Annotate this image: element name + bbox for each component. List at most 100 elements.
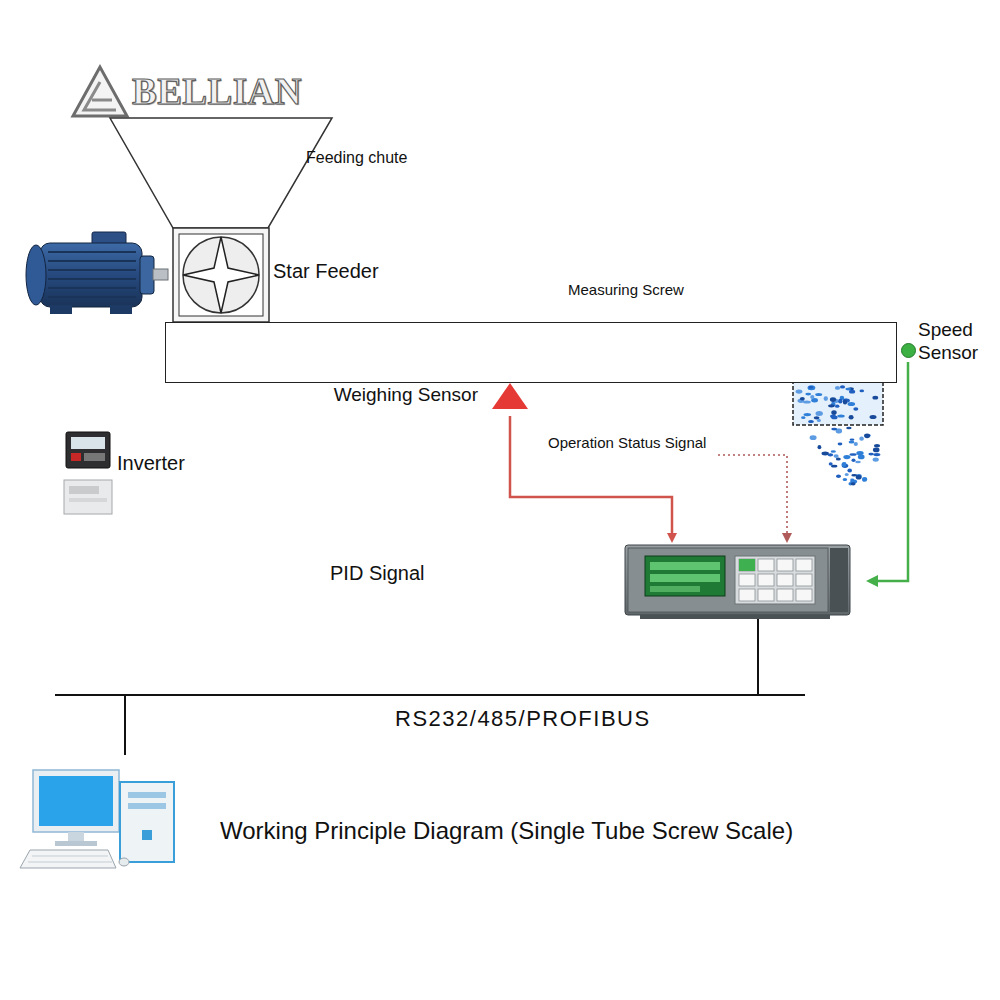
particle bbox=[868, 453, 873, 456]
particle bbox=[828, 453, 834, 456]
particle bbox=[831, 450, 836, 452]
particle bbox=[824, 396, 828, 401]
particle bbox=[873, 448, 880, 453]
star-feeder-label-wrap: Star Feeder bbox=[273, 259, 379, 283]
motor-part bbox=[153, 269, 168, 280]
weighing-controller-part-part bbox=[758, 589, 774, 601]
particle bbox=[854, 442, 858, 446]
weighing-controller-part bbox=[735, 556, 815, 604]
motor-part bbox=[48, 260, 136, 262]
weighing-sensor-label: Weighing Sensor bbox=[334, 384, 478, 407]
particle bbox=[845, 388, 851, 391]
particle bbox=[843, 455, 850, 459]
particle bbox=[843, 399, 847, 404]
inverter-display bbox=[71, 437, 105, 449]
rotor-circle bbox=[183, 237, 259, 313]
inverter-label-wrap: Inverter bbox=[117, 451, 185, 475]
weighing-controller-part-part bbox=[739, 589, 755, 601]
particle bbox=[801, 416, 805, 419]
feeder-frame bbox=[179, 234, 263, 316]
particle bbox=[838, 443, 843, 446]
motor-part bbox=[110, 305, 132, 314]
particle bbox=[858, 455, 865, 460]
weighing-controller-part bbox=[640, 615, 830, 619]
particle bbox=[800, 397, 805, 400]
inverter-detail bbox=[69, 486, 99, 494]
particle bbox=[831, 416, 837, 420]
signal-label-wrap: PID Signal bbox=[330, 561, 425, 585]
particle bbox=[851, 482, 856, 485]
particle bbox=[864, 433, 870, 438]
brand-watermark: BELLIAN bbox=[132, 70, 302, 114]
inverter-key bbox=[84, 453, 105, 461]
star-rotor bbox=[183, 237, 259, 313]
logo-mark-part bbox=[84, 82, 116, 110]
caption-wrap: Working Principle Diagram (Single Tube S… bbox=[220, 817, 793, 846]
sensor-dot bbox=[902, 344, 916, 358]
weighing-controller-part bbox=[650, 586, 700, 592]
particle bbox=[831, 410, 836, 415]
particle bbox=[849, 441, 855, 444]
particle bbox=[847, 469, 852, 473]
bus-line bbox=[55, 619, 805, 755]
computer-part bbox=[20, 850, 116, 868]
particle bbox=[816, 411, 823, 416]
measuring-screw-label: Measuring Screw bbox=[568, 281, 684, 299]
feeding-chute-label-wrap: Feeding chute bbox=[306, 148, 407, 167]
particle bbox=[850, 453, 857, 456]
computer-part bbox=[119, 858, 129, 866]
weighing-controller-part bbox=[628, 548, 828, 612]
particle bbox=[849, 415, 854, 420]
signal-label: Operation Status Signal bbox=[548, 434, 706, 452]
inverter-unit bbox=[66, 432, 110, 468]
motor-part bbox=[26, 245, 46, 305]
particle bbox=[838, 399, 842, 404]
particle bbox=[856, 475, 862, 480]
computer-part bbox=[55, 841, 97, 846]
outlet-box-part bbox=[793, 382, 883, 425]
particle bbox=[874, 444, 880, 447]
weighing-controller-part bbox=[830, 548, 848, 612]
weighing-controller-part-part bbox=[739, 574, 755, 586]
signal-label: PID Signal bbox=[330, 561, 425, 585]
motor-part bbox=[48, 269, 136, 271]
motor-part bbox=[48, 287, 136, 289]
motor-part bbox=[48, 296, 136, 298]
computer-part bbox=[39, 776, 113, 826]
inverter-key bbox=[71, 453, 81, 461]
particle bbox=[836, 458, 841, 461]
inverter-detail bbox=[69, 498, 107, 502]
weighing-controller-part bbox=[739, 559, 812, 601]
computer-part bbox=[128, 803, 166, 809]
particle bbox=[848, 402, 856, 406]
particle bbox=[842, 462, 847, 467]
logo-mark-part bbox=[92, 99, 112, 102]
particle bbox=[872, 396, 878, 400]
particle bbox=[818, 445, 822, 449]
inverter-label: Inverter bbox=[117, 451, 185, 475]
particle bbox=[846, 427, 851, 429]
bus-line-part bbox=[757, 619, 759, 695]
logo-mark-part bbox=[73, 67, 127, 116]
particle bbox=[855, 461, 861, 464]
feeding-chute-shape bbox=[110, 118, 332, 228]
particle bbox=[836, 475, 841, 478]
outlet-box bbox=[793, 382, 883, 425]
bus-line-part bbox=[124, 695, 126, 755]
particle bbox=[808, 420, 814, 423]
computer-part bbox=[33, 770, 119, 832]
load-cell-triangle bbox=[492, 383, 528, 409]
weighing-controller-part bbox=[739, 559, 755, 571]
particle bbox=[804, 413, 812, 416]
hopper-outline bbox=[110, 118, 332, 228]
particle bbox=[810, 435, 817, 440]
particle bbox=[852, 459, 856, 462]
speed-sensor: Speed Sensor bbox=[901, 343, 916, 358]
particle bbox=[830, 397, 836, 402]
computer-part bbox=[142, 830, 152, 840]
inverter-shape bbox=[64, 432, 112, 516]
particle bbox=[835, 405, 839, 408]
particle bbox=[850, 438, 855, 440]
weighing-controller-part-part bbox=[739, 559, 755, 571]
particle bbox=[796, 390, 803, 394]
